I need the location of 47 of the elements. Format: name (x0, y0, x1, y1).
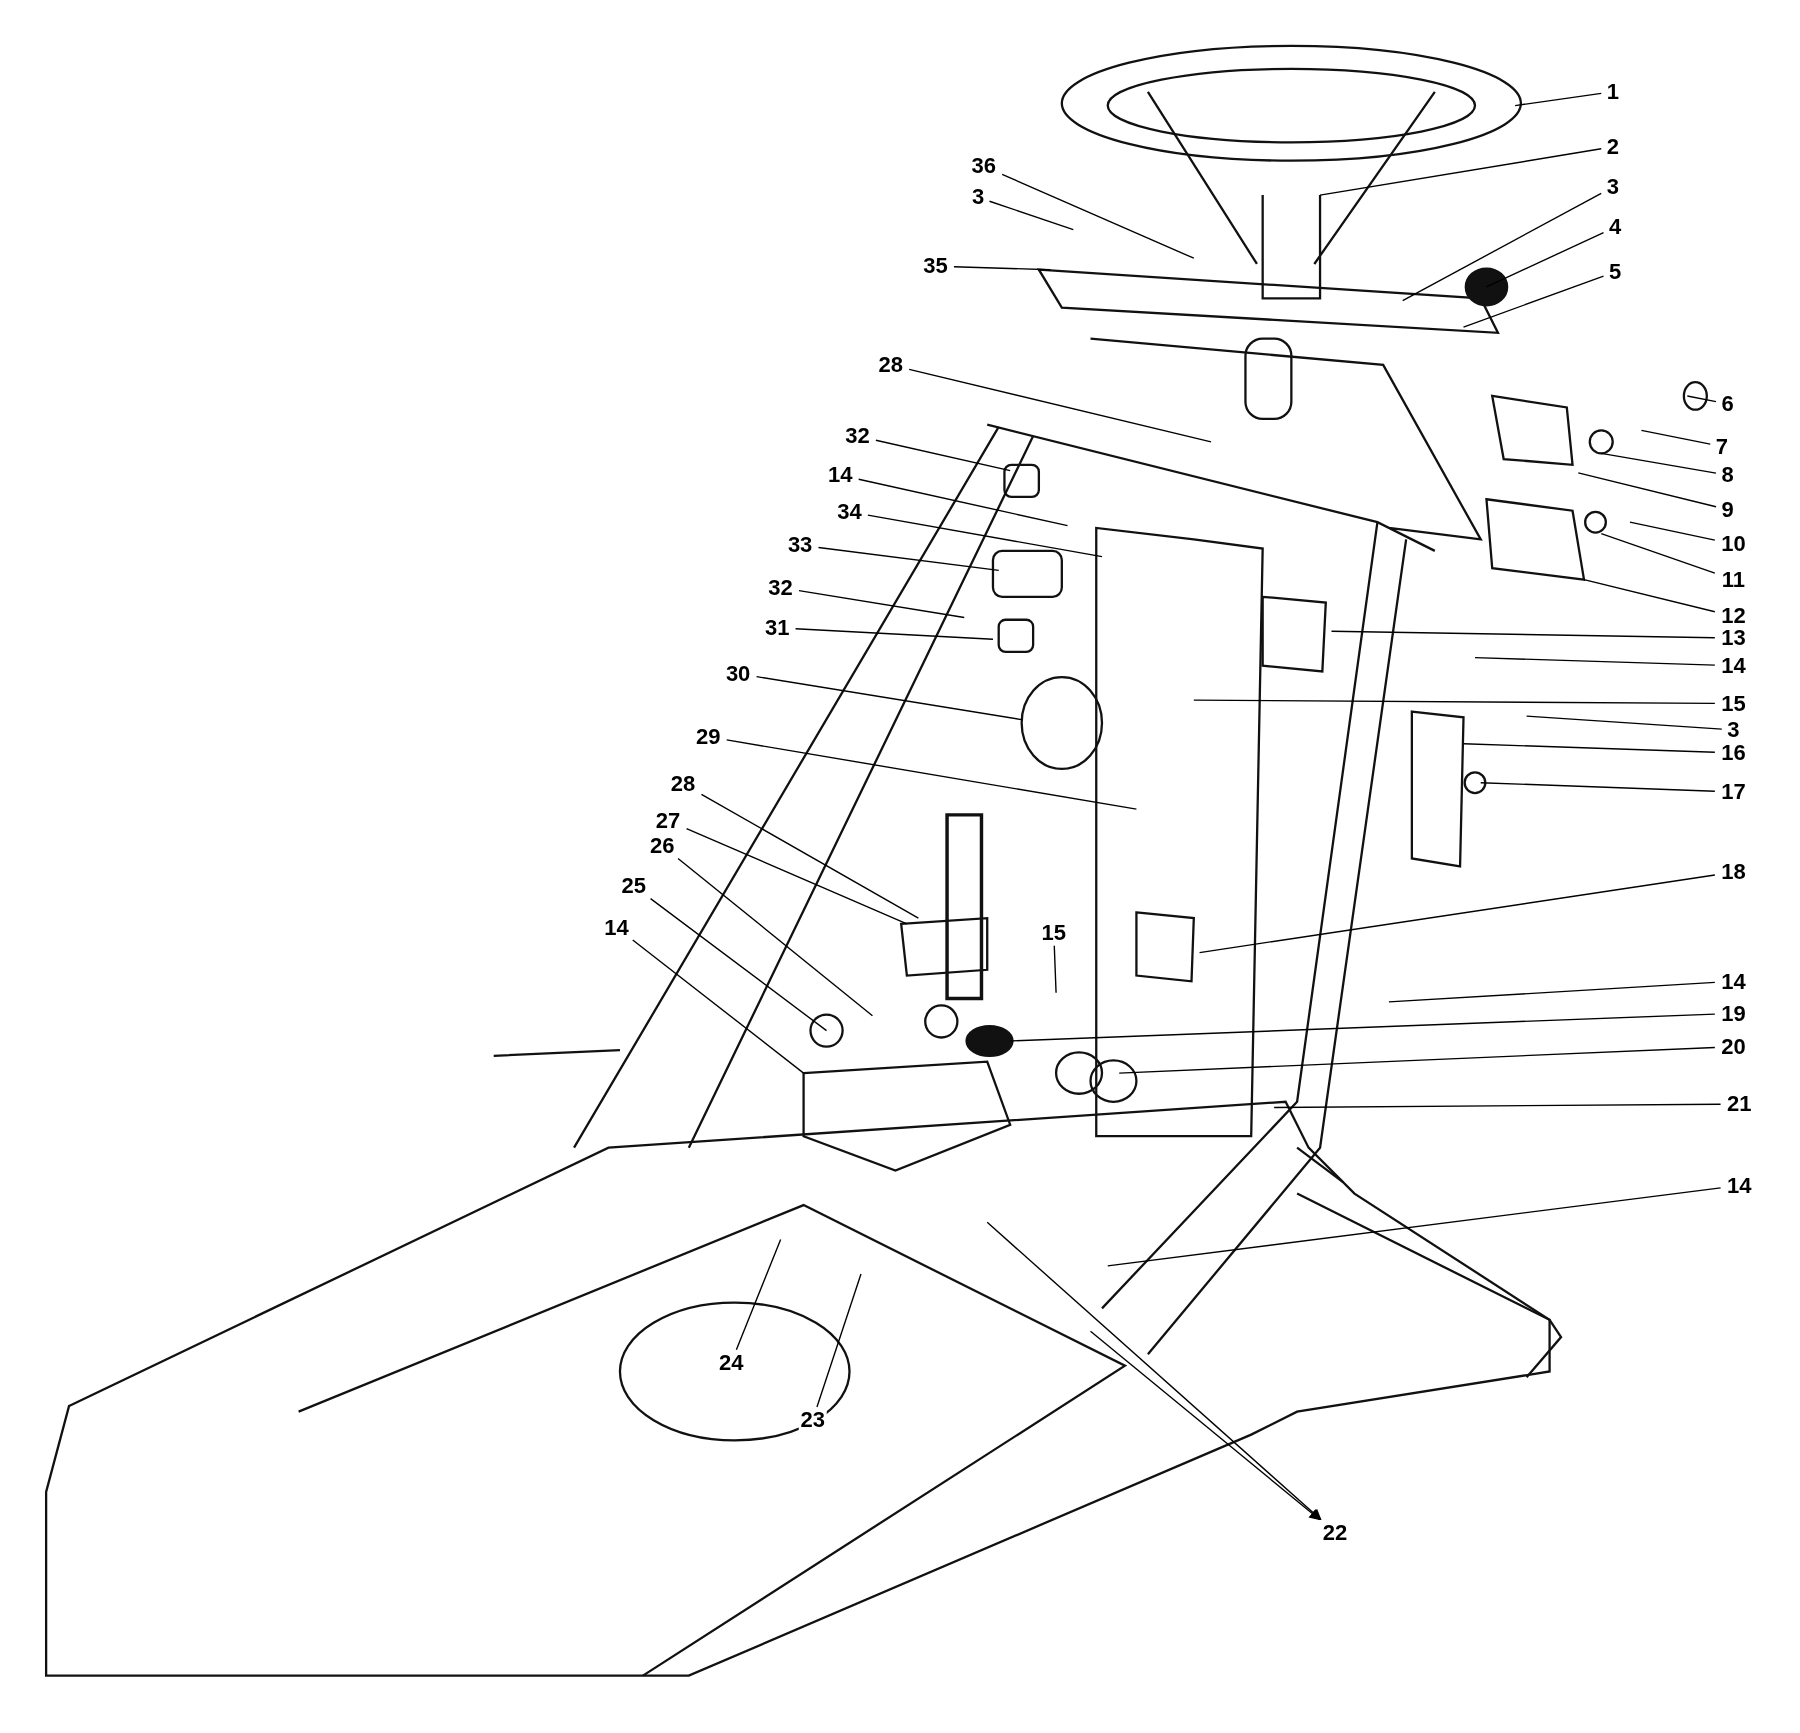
leader-line (735, 1238, 782, 1351)
leader-line (816, 1273, 862, 1408)
leader-line (875, 439, 1011, 472)
leader-line (1462, 743, 1716, 753)
leader-line (1629, 521, 1716, 541)
leader-line (1089, 1330, 1321, 1521)
leader-line (1319, 148, 1602, 196)
leader-line (1001, 173, 1195, 259)
leader-line (1053, 945, 1057, 994)
leader-line (1583, 578, 1716, 613)
leader-line (1485, 231, 1605, 288)
leader-line (1600, 532, 1716, 574)
leader-line (953, 266, 1052, 271)
leader-line (1402, 192, 1602, 302)
leader-line (867, 514, 1103, 558)
leader-line (649, 897, 828, 1032)
leader-line (677, 857, 874, 1017)
leader-line (986, 1221, 1322, 1521)
leader-line (1273, 1103, 1722, 1109)
leader-line (1577, 472, 1717, 508)
leader-line (1198, 874, 1716, 954)
leader-line (1480, 782, 1716, 792)
leader-line (1640, 429, 1711, 445)
leader-line (1474, 656, 1716, 666)
leader-line (632, 939, 805, 1074)
leader-line (1118, 1046, 1716, 1074)
leader-line (726, 739, 1138, 810)
leader-line (1514, 92, 1602, 107)
leader-line (794, 628, 994, 640)
leader-line (1686, 395, 1717, 403)
leader-line (817, 546, 1000, 572)
leader-line (1462, 275, 1605, 328)
callout-number: 23 (798, 1409, 827, 1431)
leader-line (908, 368, 1212, 443)
leader-line (685, 827, 908, 925)
leader-line (1600, 452, 1717, 474)
leader-line (755, 675, 1023, 721)
leader-line (858, 478, 1069, 527)
leader-line (700, 793, 920, 919)
leader-line (988, 200, 1074, 231)
leader-line (798, 589, 965, 619)
leader-line (1525, 715, 1723, 730)
leader-line (1330, 630, 1716, 639)
leader-line (1193, 699, 1716, 705)
leader-line (1009, 1013, 1716, 1042)
leader-line (1388, 981, 1716, 1003)
leader-line (1107, 1187, 1722, 1267)
